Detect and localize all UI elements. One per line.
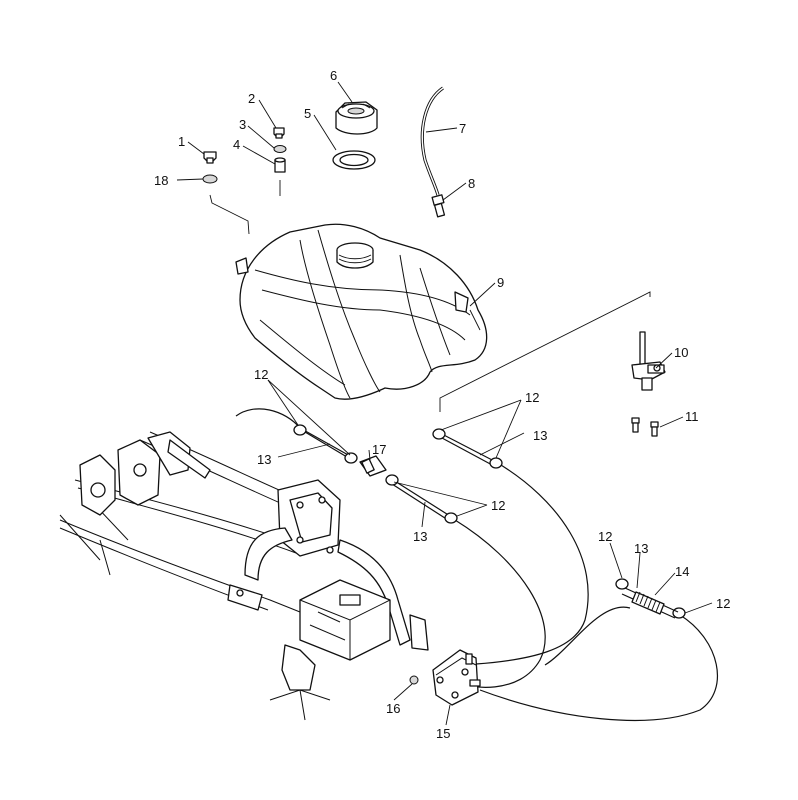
gasket-part-5: [332, 150, 376, 170]
callout-6: 6: [330, 68, 337, 83]
callout-10: 10: [674, 345, 688, 360]
grommet-part-16: [409, 675, 419, 685]
callout-13-b: 13: [533, 428, 547, 443]
screw-part-11a: [631, 417, 640, 433]
callout-4: 4: [233, 137, 240, 152]
callout-12-a: 12: [254, 367, 268, 382]
vehicle-frame: [59, 431, 429, 721]
callout-9: 9: [497, 275, 504, 290]
spacer-part-4: [274, 157, 286, 173]
callout-12-c: 12: [491, 498, 505, 513]
callout-12-d: 12: [598, 529, 612, 544]
callout-15: 15: [436, 726, 450, 741]
callout-1: 1: [178, 134, 185, 149]
callout-5: 5: [304, 106, 311, 121]
bolt-part-1: [203, 151, 217, 164]
washer-part-3: [273, 145, 287, 153]
callout-14: 14: [675, 564, 689, 579]
callout-leaders: [176, 81, 713, 726]
callout-13-d: 13: [634, 541, 648, 556]
callout-8: 8: [468, 176, 475, 191]
callout-17: 17: [372, 442, 386, 457]
callout-13-c: 13: [413, 529, 427, 544]
bolt-part-2: [273, 127, 285, 139]
fuel-hose-spring-part-14: [621, 587, 679, 619]
callout-2: 2: [248, 91, 255, 106]
callout-18: 18: [154, 173, 168, 188]
screw-part-11b: [650, 421, 659, 437]
callout-labels: 1 2 3 4 5 6 7 8 9 10 11 12 12 12 12 12 1…: [154, 68, 730, 741]
callout-16: 16: [386, 701, 400, 716]
fuel-cap-part-6: [335, 101, 378, 135]
mount-leader-line: [209, 194, 250, 235]
fuel-pump-part-15: [432, 649, 481, 706]
fuel-lines: [235, 408, 718, 721]
fuel-tank: [235, 223, 488, 400]
callout-3: 3: [239, 117, 246, 132]
fuel-valve-part-10: [631, 331, 666, 391]
callout-7: 7: [459, 121, 466, 136]
valve-leader-line-2: [469, 309, 481, 331]
washer-part-18: [202, 174, 218, 184]
callout-12-b: 12: [525, 390, 539, 405]
valve-leader-line: [439, 291, 651, 412]
vent-hose-part-7: [420, 86, 444, 196]
callout-12-e: 12: [716, 596, 730, 611]
callout-13-a: 13: [257, 452, 271, 467]
fuel-filter-part-17: [359, 455, 387, 477]
fitting-part-8: [431, 194, 446, 218]
callout-11: 11: [685, 409, 699, 424]
